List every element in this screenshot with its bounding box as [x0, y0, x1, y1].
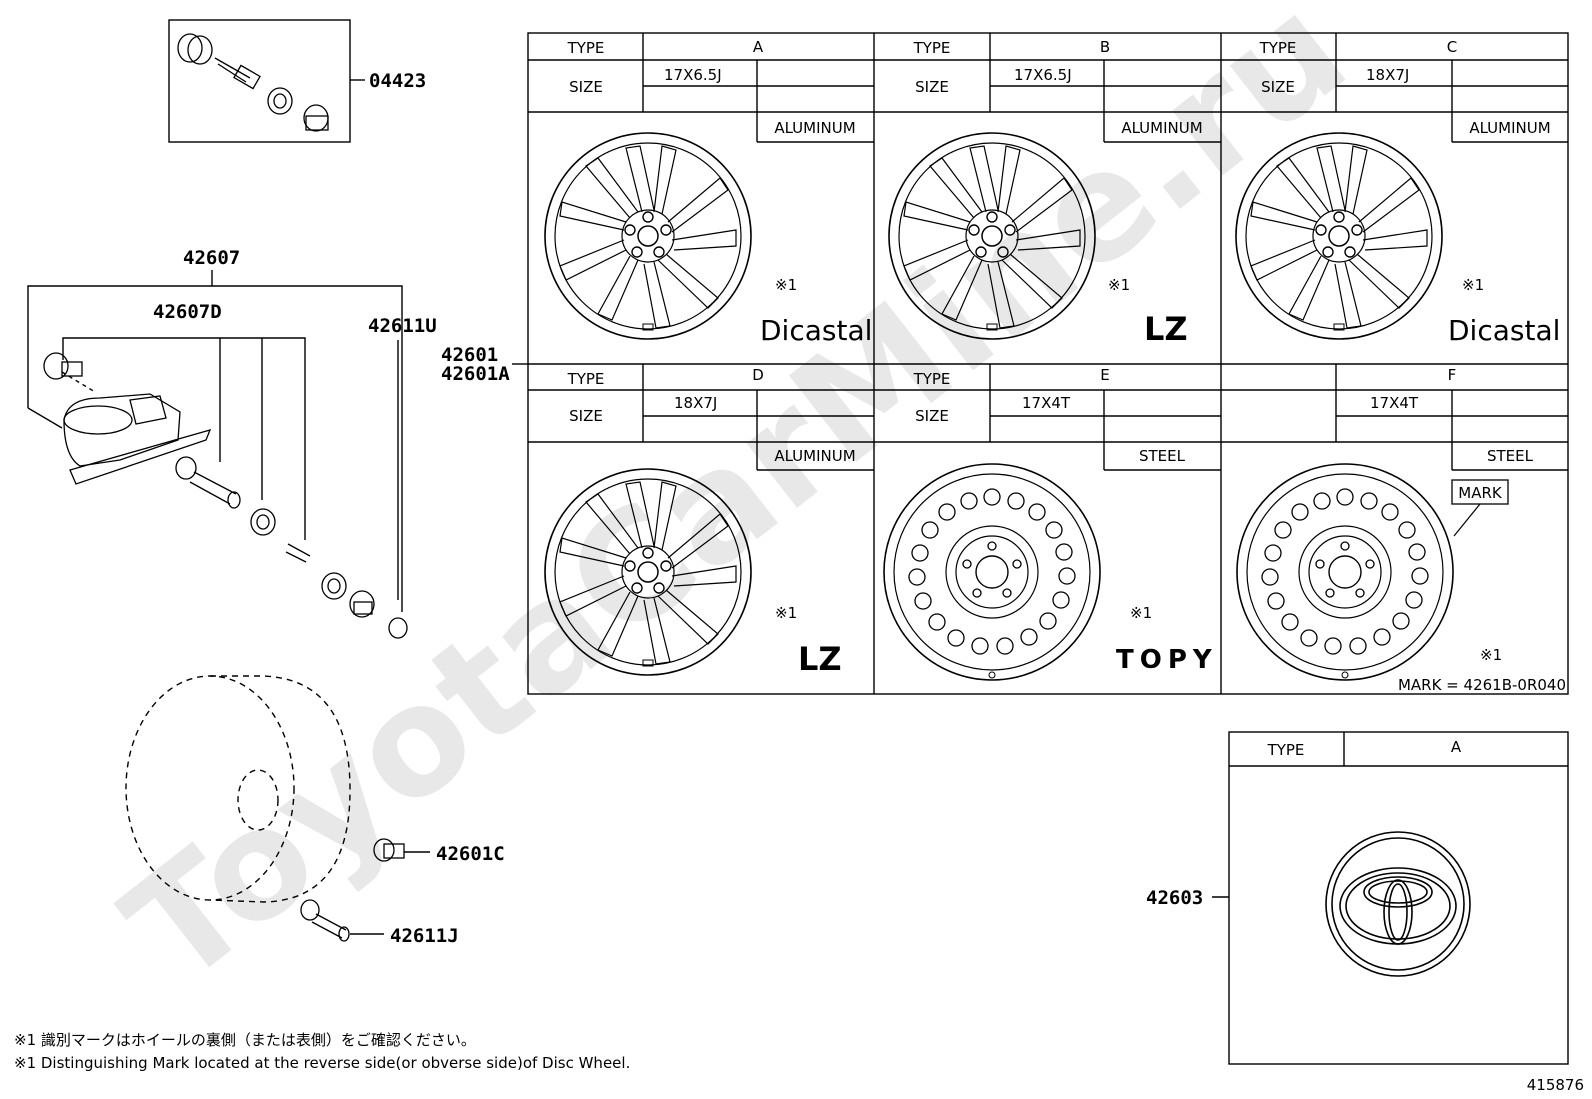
- wheel-E-drawing: [883, 463, 1101, 681]
- part-42601-label: 42601: [441, 344, 498, 366]
- tpms-sensor-body: [43, 352, 212, 485]
- watermark: ToyotaCarMine.ru: [95, 0, 1377, 1018]
- part-42603-label: 42603: [1146, 887, 1203, 909]
- mark-callout: MARK: [1458, 484, 1503, 502]
- part-42601A-label: 42601A: [441, 363, 510, 385]
- valve-kit-parts: [177, 33, 329, 132]
- size-A-label: SIZE: [569, 78, 603, 96]
- material-F: STEEL: [1487, 447, 1534, 465]
- material-A: ALUMINUM: [774, 119, 855, 137]
- type-A-value: A: [753, 38, 764, 56]
- wheel-A-drawing: [544, 132, 752, 340]
- note-english: ※1 Distinguishing Mark located at the re…: [14, 1054, 630, 1072]
- wheel-F-drawing: [1236, 463, 1454, 681]
- type-E-value: E: [1100, 366, 1109, 384]
- material-E: STEEL: [1139, 447, 1186, 465]
- size-F-value: 17X4T: [1370, 394, 1419, 412]
- cap-type-value: A: [1451, 738, 1462, 756]
- size-B-label: SIZE: [915, 78, 949, 96]
- size-A-value: 17X6.5J: [664, 66, 722, 84]
- material-D: ALUMINUM: [774, 447, 855, 465]
- tpms-group: 42607 42607D 42611U: [27, 247, 437, 639]
- part-42611J-label: 42611J: [390, 925, 459, 947]
- size-D-label: SIZE: [569, 407, 603, 425]
- cap-table: TYPE A 42603: [1146, 731, 1569, 1065]
- type-C-value: C: [1447, 38, 1457, 56]
- brand-E: TOPY: [1116, 645, 1218, 675]
- size-D-value: 18X7J: [674, 394, 717, 412]
- mark-A: ※1: [775, 276, 797, 294]
- brand-D: LZ: [798, 640, 842, 678]
- type-D-label: TYPE: [567, 370, 605, 388]
- size-E-value: 17X4T: [1022, 394, 1071, 412]
- type-F-value: F: [1448, 366, 1457, 384]
- material-B: ALUMINUM: [1121, 119, 1202, 137]
- cap-type-label: TYPE: [1267, 741, 1305, 759]
- mark-B: ※1: [1108, 276, 1130, 294]
- brand-B: LZ: [1144, 310, 1188, 348]
- mark-F: ※1: [1480, 646, 1502, 664]
- mark-C: ※1: [1462, 276, 1484, 294]
- size-E-label: SIZE: [915, 407, 949, 425]
- mark-E: ※1: [1130, 604, 1152, 622]
- toyota-center-cap: [1325, 831, 1471, 977]
- part-04423-label: 04423: [369, 70, 426, 92]
- brand-A: Dicastal: [760, 314, 872, 347]
- type-A-label: TYPE: [567, 39, 605, 57]
- size-B-value: 17X6.5J: [1014, 66, 1072, 84]
- mark-note: MARK = 4261B-0R040: [1398, 676, 1566, 694]
- tire-group: 42601C 42611J: [125, 675, 505, 947]
- size-C-value: 18X7J: [1366, 66, 1409, 84]
- type-B-value: B: [1100, 38, 1110, 56]
- type-E-label: TYPE: [913, 370, 951, 388]
- wheel-table: 42601 42601A TYPE A SIZE 17X6.5J: [441, 32, 1569, 695]
- diagram-id: 415876: [1527, 1076, 1584, 1094]
- size-C-label: SIZE: [1261, 78, 1295, 96]
- tpms-valve-stem: [175, 456, 408, 639]
- material-C: ALUMINUM: [1469, 119, 1550, 137]
- valve-kit-frame: [168, 19, 351, 143]
- mark-D: ※1: [775, 604, 797, 622]
- brand-C: Dicastal: [1448, 314, 1560, 347]
- part-42601C-label: 42601C: [436, 843, 505, 865]
- type-B-label: TYPE: [913, 39, 951, 57]
- note-japanese: ※1 識別マークはホイールの裏側（または表側）をご確認ください。: [14, 1031, 476, 1049]
- valve-kit-group: 04423: [168, 19, 426, 143]
- type-C-label: TYPE: [1259, 39, 1297, 57]
- part-42607-label: 42607: [183, 247, 240, 269]
- type-D-value: D: [752, 366, 764, 384]
- part-42607D-label: 42607D: [153, 301, 222, 323]
